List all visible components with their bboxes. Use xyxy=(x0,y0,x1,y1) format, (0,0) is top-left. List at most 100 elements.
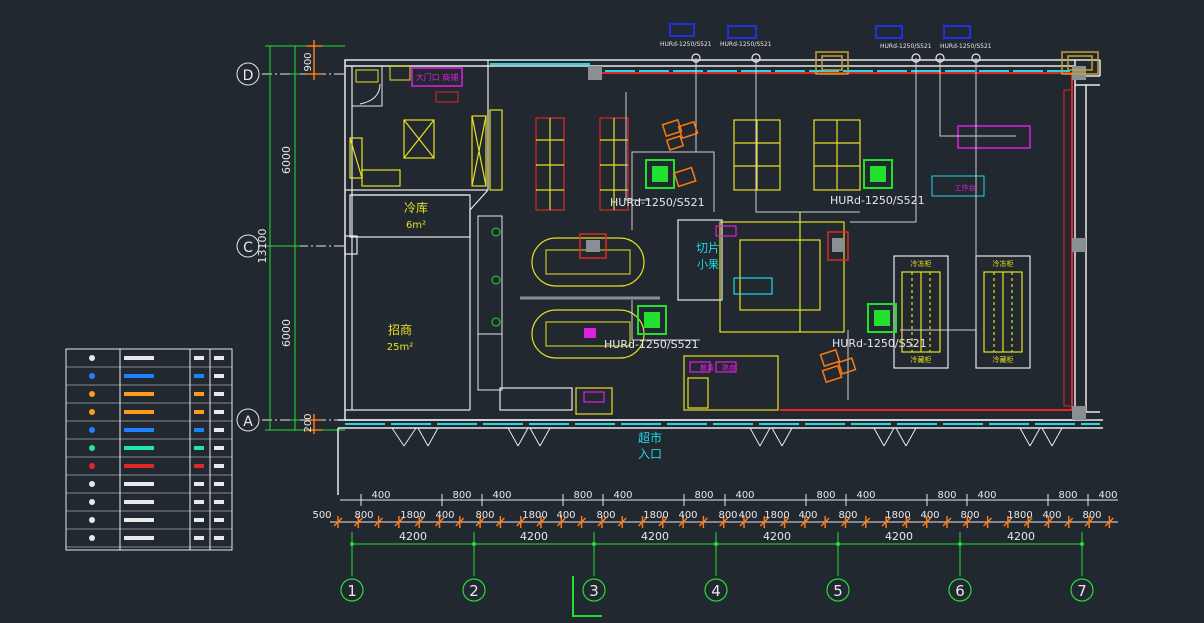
column-axes: 1 2 3 4 5 6 7 xyxy=(340,532,1094,602)
axis-bubble-6: 6 xyxy=(948,578,972,602)
mid-dim-3: 400 xyxy=(435,510,454,521)
entrance-line2: 入口 xyxy=(638,447,662,461)
top-dim-4: 400 xyxy=(613,490,632,501)
top-dim-0: 400 xyxy=(371,490,390,501)
leasing-room-area: 25m² xyxy=(387,342,413,353)
axis-label-A: A xyxy=(243,414,253,430)
top-dim-2: 400 xyxy=(492,490,511,501)
outdoor-unit-1-label: HURd-1250/S521 xyxy=(660,41,712,48)
axis-bubble-7: 7 xyxy=(1070,578,1094,602)
mid-dim-4: 800 xyxy=(475,510,494,521)
mid-dim-14: 800 xyxy=(838,510,857,521)
axis-label-D: D xyxy=(243,68,254,84)
indoor-unit-2 xyxy=(863,159,893,189)
top-dim-6: 400 xyxy=(735,490,754,501)
axis-label-C: C xyxy=(243,240,253,256)
case-left-bottom-label: 冷藏柜 xyxy=(911,355,932,364)
legend-table xyxy=(65,348,233,551)
mid-dim-5: 1800 xyxy=(522,510,547,521)
case-right-top-label: 冷冻柜 xyxy=(993,259,1014,268)
mid-dim-17: 800 xyxy=(960,510,979,521)
fruit-island xyxy=(677,212,849,333)
grid-spacing-4: 4200 xyxy=(763,530,791,543)
axis-bubble-1: 1 xyxy=(340,578,364,602)
axis-label-5: 5 xyxy=(833,582,843,600)
gondola-racks xyxy=(535,117,629,211)
axis-bubble-C: C xyxy=(236,234,260,258)
freezer-racks xyxy=(733,119,861,191)
indoor-unit-3-label: HURd-1250/S521 xyxy=(604,338,699,351)
work-table-right-label: 工作台 xyxy=(955,183,976,192)
mid-dim-18: 1800 xyxy=(1007,510,1032,521)
axis-label-4: 4 xyxy=(711,582,721,600)
top-dim-10: 400 xyxy=(977,490,996,501)
oval-island-upper xyxy=(531,233,645,287)
axis-bubble-A: A xyxy=(236,408,260,432)
mid-dim-11: 400 xyxy=(738,510,757,521)
outdoor-unit-4-label: HURd-1250/S521 xyxy=(940,43,992,50)
orange-equipment xyxy=(661,118,857,384)
mid-dim-15: 1800 xyxy=(885,510,910,521)
indoor-unit-1 xyxy=(645,159,675,189)
dim-900: 900 xyxy=(303,52,314,71)
right-wall-rack xyxy=(1063,89,1073,407)
mid-dim-0: 500 xyxy=(312,510,331,521)
top-dim-12: 400 xyxy=(1098,490,1117,501)
storage-shelves xyxy=(349,109,503,191)
mid-dim-20: 800 xyxy=(1082,510,1101,521)
dim-200: 200 xyxy=(303,413,314,432)
top-dim-9: 800 xyxy=(937,490,956,501)
outdoor-unit-2-label: HURd-1250/S521 xyxy=(720,41,772,48)
mid-dim-6: 400 xyxy=(556,510,575,521)
dim-13100: 13100 xyxy=(256,229,269,264)
left-dimensions xyxy=(265,45,345,431)
top-glazing xyxy=(345,63,1100,425)
bottom-dim-row-2: 500 800 1800 400 800 1800 400 800 1800 400 800 400 1… xyxy=(312,510,1118,528)
grid-spacing-1: 4200 xyxy=(399,530,427,543)
case-right-bottom-label: 冷藏柜 xyxy=(993,355,1014,364)
counter-right-label: 熟食 xyxy=(722,363,736,372)
display-case-right xyxy=(975,255,1031,369)
fruit-cut-label: 切片 xyxy=(696,241,720,255)
grid-spacing-2: 4200 xyxy=(520,530,548,543)
cold-storage-name: 冷库 xyxy=(404,200,428,215)
counter-left-label: 散装 xyxy=(700,363,714,372)
mid-dim-8: 1800 xyxy=(643,510,668,521)
storefront-doors xyxy=(391,427,1063,447)
axis-label-2: 2 xyxy=(469,582,479,600)
mid-dim-9: 400 xyxy=(678,510,697,521)
pipe-penetrations xyxy=(691,53,981,63)
restroom xyxy=(351,65,411,107)
dim-6000-top: 6000 xyxy=(280,146,293,174)
mid-dim-12: 1800 xyxy=(764,510,789,521)
axis-label-6: 6 xyxy=(955,582,965,600)
grid-spacing-5: 4200 xyxy=(885,530,913,543)
row-axes: D C A xyxy=(236,62,345,432)
indoor-unit-2-label: HURd-1250/S521 xyxy=(830,194,925,207)
grid-spacing-3: 4200 xyxy=(641,530,669,543)
top-dim-5: 800 xyxy=(694,490,713,501)
axis-label-3: 3 xyxy=(589,582,599,600)
left-wall-rack xyxy=(477,215,503,391)
axis-label-7: 7 xyxy=(1077,582,1087,600)
indoor-unit-3 xyxy=(637,305,667,335)
indoor-unit-1-label: HURd-1250/S521 xyxy=(610,196,705,209)
entrance-line1: 超市 xyxy=(638,430,662,445)
top-dim-7: 800 xyxy=(816,490,835,501)
mid-dim-7: 800 xyxy=(596,510,615,521)
roof-vents xyxy=(815,51,1099,75)
service-counters xyxy=(499,355,779,415)
axis-bubble-5: 5 xyxy=(826,578,850,602)
fruit-small-label: 小果 xyxy=(697,258,719,271)
control-cabinet xyxy=(957,125,1031,149)
axis-bubble-2: 2 xyxy=(462,578,486,602)
top-dim-8: 400 xyxy=(856,490,875,501)
case-left-top-label: 冷冻柜 xyxy=(911,259,932,268)
refrigerant-pipes xyxy=(625,58,1016,400)
work-table-right xyxy=(931,175,985,197)
dim-6000-bottom: 6000 xyxy=(280,319,293,347)
